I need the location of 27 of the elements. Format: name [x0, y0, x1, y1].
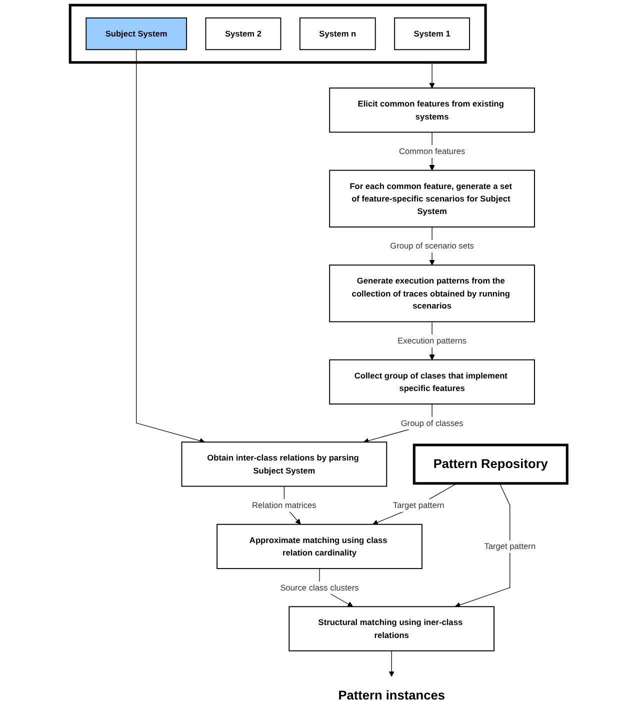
edge-label: Relation matrices	[252, 500, 316, 510]
node-text: Pattern instances	[338, 688, 445, 703]
edge-label: Execution patterns	[397, 336, 466, 346]
node-box: Subject System	[86, 17, 187, 50]
node-box: System 1	[394, 17, 470, 50]
arrow	[136, 49, 205, 444]
arrow	[454, 483, 510, 608]
node-box: Pattern Repository	[412, 444, 568, 485]
node-box: Collect group of clases that implement specific features	[329, 359, 535, 404]
edge-label: Target pattern	[392, 500, 444, 510]
arrow	[429, 62, 435, 88]
cluster	[68, 4, 487, 64]
edge-label: Target pattern	[484, 542, 536, 552]
node-box: Generate execution patterns from the collection of traces obtained by running scenarios	[329, 264, 535, 322]
edge-label: Common features	[398, 146, 465, 156]
edge-label: Group of classes	[400, 418, 464, 428]
node-box: System 2	[205, 17, 282, 50]
edge-label: Source class clusters	[280, 582, 359, 592]
arrow	[388, 650, 394, 677]
node-box: Obtain inter-class relations by parsing Subject System	[181, 442, 387, 487]
arrow	[372, 483, 458, 526]
node-box: Approximate matching using class relation cardinality	[216, 524, 422, 570]
node-box: Structural matching using iner-class relations	[288, 606, 494, 652]
edge-label: Group of scenario sets	[390, 241, 474, 251]
node-box: System n	[299, 17, 376, 50]
node-box: For each common feature, generate a set of feature-specific scenarios for Subject System	[329, 170, 535, 228]
node-box: Elicit common features from existing systems	[329, 88, 535, 133]
